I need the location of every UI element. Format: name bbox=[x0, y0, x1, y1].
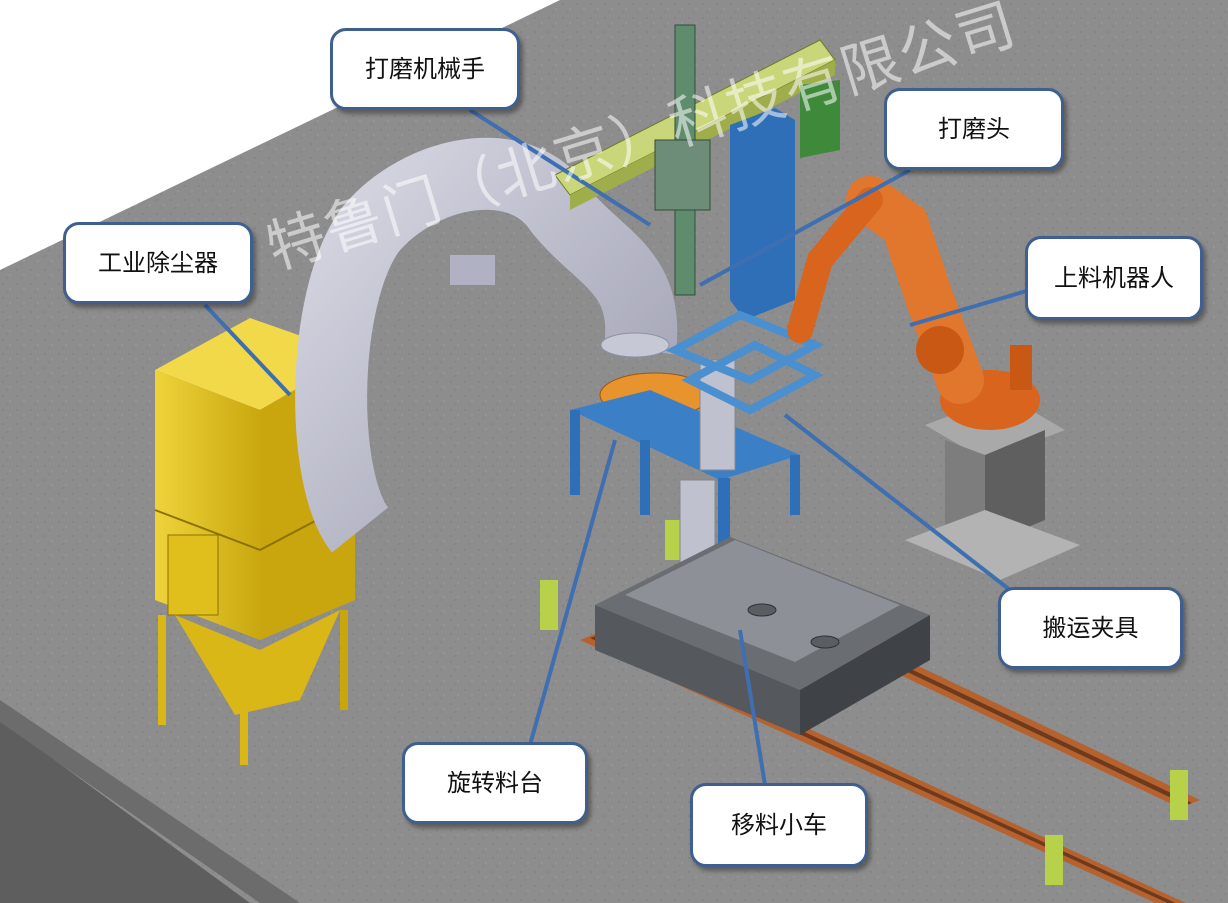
transfer-cart-illustration bbox=[595, 537, 930, 735]
leader-grinding-head bbox=[699, 168, 911, 287]
label-rotary-table: 旋转料台 bbox=[402, 742, 588, 824]
rail-stop bbox=[665, 520, 681, 560]
leader-dust-collector bbox=[203, 303, 292, 397]
rail-stop bbox=[1170, 770, 1188, 820]
label-grinding-arm: 打磨机械手 bbox=[330, 28, 520, 110]
leader-transfer-fixture bbox=[783, 413, 1012, 592]
rail-stop bbox=[1045, 835, 1063, 885]
leader-grinding-arm bbox=[468, 108, 652, 227]
rail-stop bbox=[540, 580, 558, 630]
leader-transfer-cart bbox=[738, 629, 767, 786]
transfer-fixture-illustration bbox=[665, 310, 825, 415]
label-loading-robot: 上料机器人 bbox=[1025, 236, 1203, 320]
label-transfer-cart: 移料小车 bbox=[690, 783, 868, 867]
duct-pipe-illustration bbox=[295, 137, 678, 553]
label-dust-collector: 工业除尘器 bbox=[63, 222, 253, 304]
label-grinding-head: 打磨头 bbox=[884, 88, 1064, 170]
leader-rotary-table bbox=[528, 439, 617, 746]
loading-robot-illustration bbox=[787, 176, 1080, 580]
gantry-illustration bbox=[554, 24, 840, 320]
leader-lines bbox=[203, 108, 1031, 786]
leader-loading-robot bbox=[909, 288, 1031, 327]
label-transfer-fixture: 搬运夹具 bbox=[998, 587, 1183, 669]
